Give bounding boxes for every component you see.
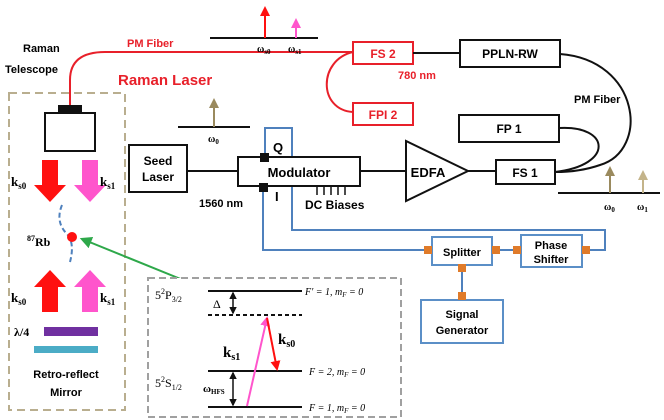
seed-laser-label-1: Seed bbox=[144, 154, 173, 168]
phase-shifter-label-1: Phase bbox=[535, 240, 567, 252]
level-f1-label: F = 1, mF = 0 bbox=[308, 403, 365, 415]
atom-trajectory bbox=[58, 204, 73, 263]
telescope-mount bbox=[58, 105, 82, 113]
fpi2-label: FPI 2 bbox=[369, 108, 398, 122]
label-1560nm: 1560 nm bbox=[199, 198, 243, 210]
pm-fiber-right-loop bbox=[554, 53, 632, 173]
ks0-top-label: ks0 bbox=[11, 174, 27, 191]
rb-label: 87Rb bbox=[27, 234, 51, 249]
fiber-loop-fs2-fpi2 bbox=[325, 51, 354, 113]
level-s12-label: 52S1/2 bbox=[155, 375, 182, 392]
fs2-label: FS 2 bbox=[370, 47, 396, 61]
pplnrw-box[interactable] bbox=[459, 39, 561, 68]
delta-label: Δ bbox=[213, 297, 221, 311]
dc-biases-label: DC Biases bbox=[305, 198, 365, 212]
lambda4-label: λ/4 bbox=[14, 325, 29, 339]
atom-pointer-arrow bbox=[79, 237, 189, 283]
rb-atom bbox=[67, 232, 77, 242]
ks0-down-arrow bbox=[34, 160, 66, 202]
pplnrw-label: PPLN-RW bbox=[482, 47, 538, 61]
q-port-label: Q bbox=[273, 140, 283, 155]
level-f2-label: F = 2, mF = 0 bbox=[308, 367, 365, 379]
spectrum-mid-w0-label: ω0 bbox=[208, 134, 219, 146]
spectrum-top-ws0-label: ωs0 bbox=[257, 44, 271, 56]
signal-generator-label-2: Generator bbox=[436, 325, 489, 337]
quarter-waveplate bbox=[44, 327, 98, 336]
ks1-transition-arrow bbox=[246, 316, 271, 407]
phase-shifter-box[interactable] bbox=[520, 234, 583, 268]
pm-fiber-right-label: PM Fiber bbox=[574, 94, 621, 106]
fs1-box[interactable] bbox=[495, 159, 556, 185]
ks0-up-arrow bbox=[34, 270, 66, 312]
raman-laser-label: Raman Laser bbox=[118, 72, 212, 89]
spectrum-right-w1-label: ω1 bbox=[637, 202, 648, 214]
raman-telescope-label-2: Telescope bbox=[5, 64, 58, 76]
level-p32-label: 52P3/2 bbox=[155, 287, 182, 304]
ks0-bottom-label: ks0 bbox=[11, 290, 27, 307]
retro-mirror-label-1: Retro-reflect bbox=[33, 369, 99, 381]
q-port-connector[interactable] bbox=[260, 153, 269, 162]
telescope-body[interactable] bbox=[44, 112, 96, 152]
atom-region-dashed-box bbox=[8, 92, 126, 411]
omega-hfs-label: ωHFS bbox=[203, 383, 225, 396]
pm-fiber-top-label: PM Fiber bbox=[127, 38, 174, 50]
ks1-down-arrow bbox=[74, 160, 106, 202]
ks0-transition-label: ks0 bbox=[278, 332, 295, 350]
modulator-label: Modulator bbox=[268, 165, 331, 180]
retro-mirror-label-2: Mirror bbox=[50, 387, 83, 399]
ks1-up-arrow bbox=[74, 270, 106, 312]
fiber-fp1-fs1 bbox=[554, 126, 600, 173]
signal-generator-box[interactable] bbox=[420, 299, 504, 344]
fs1-label: FS 1 bbox=[512, 166, 538, 180]
raman-telescope-label-1: Raman bbox=[23, 43, 60, 55]
seed-laser-box[interactable] bbox=[128, 144, 188, 193]
edfa-amplifier[interactable] bbox=[405, 139, 471, 203]
retro-reflect-mirror bbox=[34, 346, 98, 353]
ks0-transition-arrow bbox=[266, 317, 281, 371]
label-780nm: 780 nm bbox=[398, 70, 436, 82]
splitter-label: Splitter bbox=[443, 247, 482, 259]
modulator-box[interactable] bbox=[237, 156, 361, 187]
spectrum-top-ws1-label: ωs1 bbox=[288, 44, 302, 56]
i-port-connector[interactable] bbox=[259, 183, 268, 192]
phase-shifter-label-2: Shifter bbox=[534, 254, 570, 266]
fpi2-box[interactable] bbox=[352, 102, 414, 126]
cable-phase-return bbox=[265, 127, 606, 251]
i-port-label: I bbox=[275, 189, 279, 204]
orange-connectors bbox=[424, 246, 590, 300]
fp1-box[interactable] bbox=[458, 114, 560, 143]
pm-fiber-red bbox=[69, 51, 353, 105]
ks1-transition-label: ks1 bbox=[223, 345, 240, 363]
fp1-label: FP 1 bbox=[496, 122, 521, 136]
edfa-label: EDFA bbox=[411, 165, 446, 180]
cable-i bbox=[262, 186, 426, 251]
ks1-bottom-label: ks1 bbox=[100, 290, 116, 307]
spectrum-right-w0-label: ω0 bbox=[604, 202, 615, 214]
energy-level-dashed-box bbox=[147, 277, 402, 418]
level-fprime1-label: F′ = 1, mF = 0 bbox=[304, 287, 363, 299]
signal-generator-label-1: Signal bbox=[445, 309, 478, 321]
seed-laser-label-2: Laser bbox=[142, 170, 174, 184]
ks1-top-label: ks1 bbox=[100, 174, 116, 191]
dc-bias-pins bbox=[316, 186, 346, 195]
